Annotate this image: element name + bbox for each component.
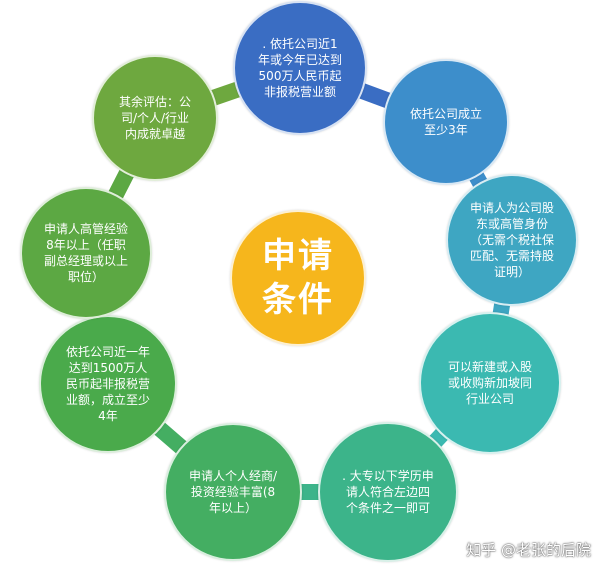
node-1: . 依托公司近1年或今年已达到500万人民币起非报税营业额 xyxy=(233,1,367,135)
node-9: 其余评估：公司/个人/行业内成就卓越 xyxy=(92,55,218,181)
watermark: 知乎 @老张的后院 xyxy=(466,541,591,559)
node-6: 申请人个人经商/投资经验丰富(8年以上） xyxy=(164,423,302,561)
node-8: 申请人高管经验8年以上（任职副总经理或以上职位） xyxy=(20,187,152,319)
center-node: 申请条件 xyxy=(230,210,366,346)
node-3: 申请人为公司股东或高管身份（无需个税社保匹配、无需持股证明） xyxy=(446,174,578,306)
node-5: . 大专以下学历申请人符合左边四个条件之一即可 xyxy=(318,422,458,562)
node-4: 可以新建或入股或收购新加坡同行业公司 xyxy=(419,312,561,454)
node-2: 依托公司成立至少3年 xyxy=(383,59,509,185)
node-7: 依托公司近一年达到1500万人民币起非报税营业额，成立至少4年 xyxy=(39,315,177,453)
